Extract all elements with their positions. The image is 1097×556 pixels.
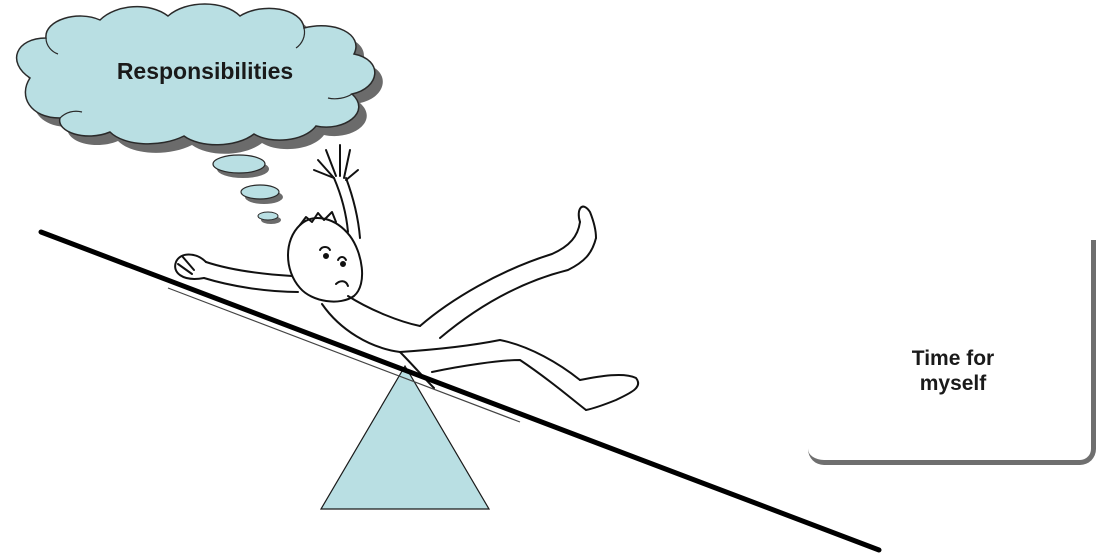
seesaw-beam-underline (168, 288, 520, 422)
thought-bubbles (213, 155, 283, 224)
time-box-label-line1: Time for (858, 346, 1048, 371)
thought-bubble-large (213, 155, 265, 173)
thought-bubble-medium (241, 185, 279, 199)
time-box-label-line2: myself (858, 371, 1048, 396)
seesaw-fulcrum (321, 366, 489, 509)
thought-cloud-label: Responsibilities (60, 58, 350, 85)
thought-bubble-small (258, 212, 278, 220)
time-box-label: Time for myself (858, 346, 1048, 396)
